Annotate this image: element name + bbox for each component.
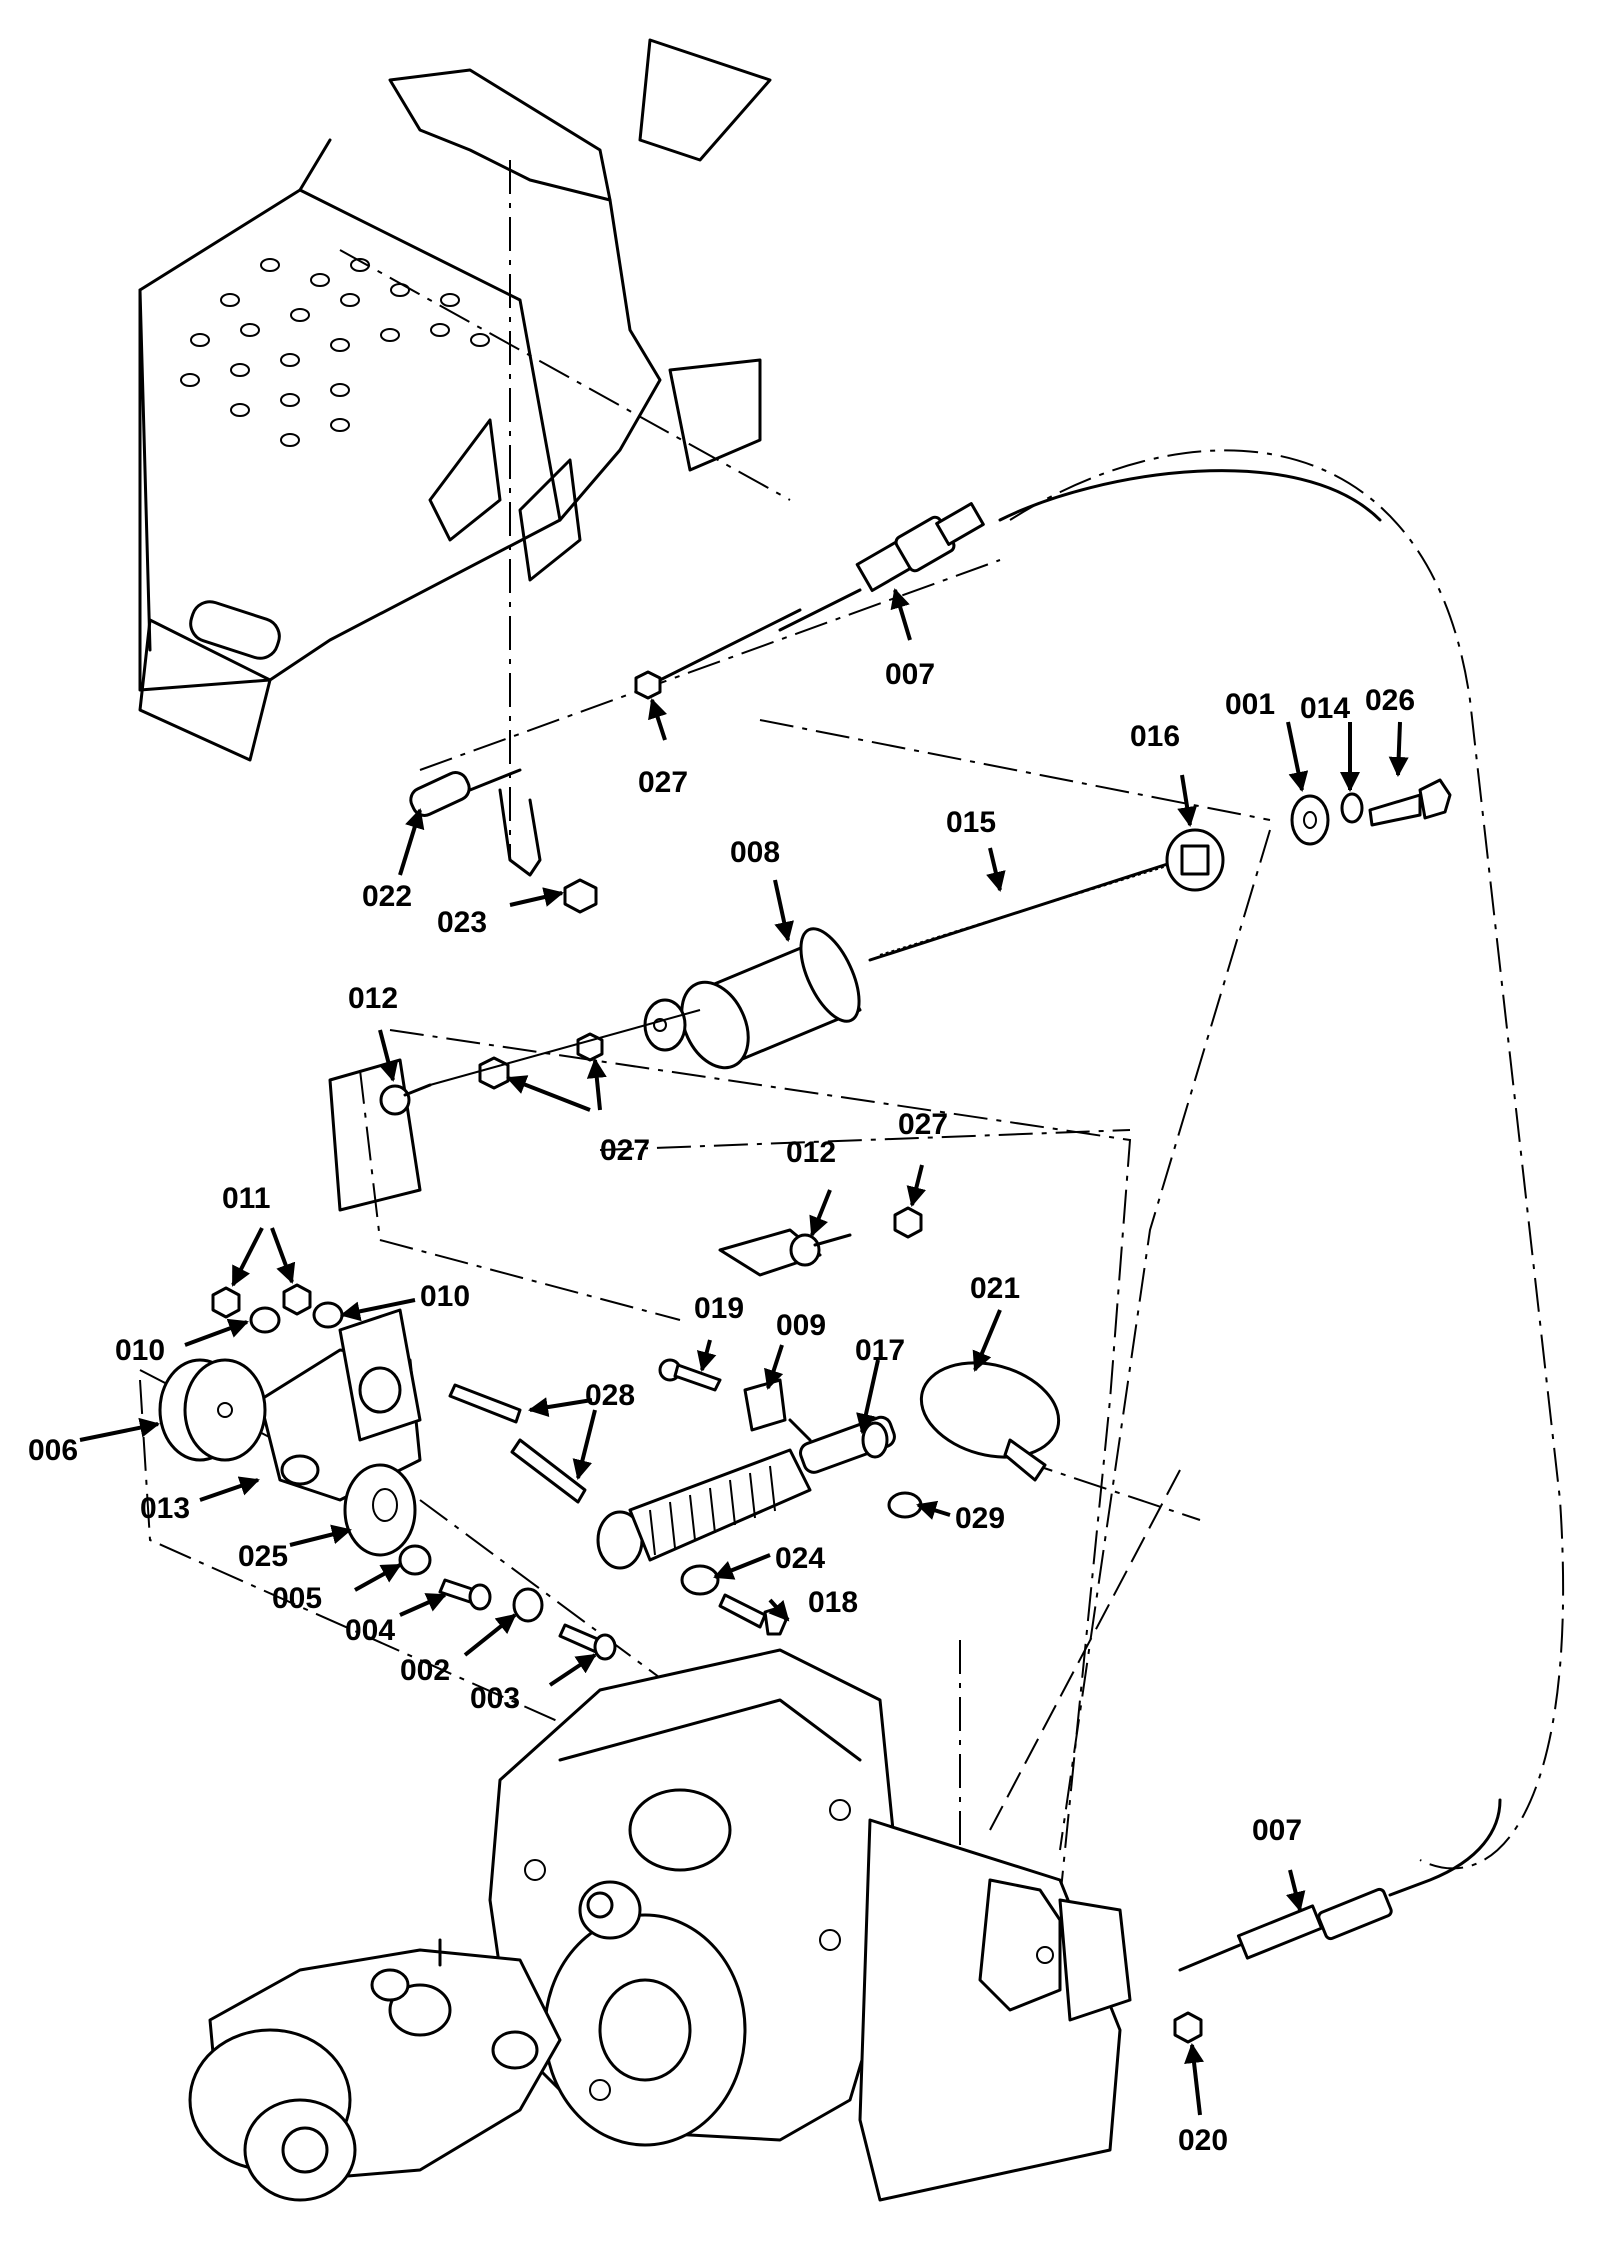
label-010-right: 010 <box>420 1280 470 1313</box>
label-021: 021 <box>970 1272 1020 1305</box>
part-labels: 007 027 022 023 008 015 016 001 014 026 … <box>28 658 1415 2157</box>
nut-020 <box>1173 2011 1203 2044</box>
label-026: 026 <box>1365 684 1415 717</box>
label-024: 024 <box>775 1542 825 1575</box>
panel-holes <box>180 258 490 447</box>
nut-023 <box>563 878 598 914</box>
studs-028 <box>448 1383 587 1504</box>
label-018: 018 <box>808 1586 858 1619</box>
isolator-006 <box>158 1358 267 1462</box>
washer-005 <box>398 1544 432 1576</box>
cable-007-upper <box>658 469 1382 682</box>
lock-washer-014 <box>1340 792 1364 824</box>
threaded-rod-015 <box>868 858 1182 962</box>
label-022: 022 <box>362 880 412 913</box>
label-028: 028 <box>585 1379 635 1412</box>
label-027-right: 027 <box>898 1108 948 1141</box>
hydraulic-pump <box>188 1880 642 2202</box>
bolt-018 <box>718 1593 788 1636</box>
nut-027-right <box>893 1206 923 1239</box>
label-009: 009 <box>776 1309 826 1342</box>
mounting-bracket-cable <box>978 1878 1132 2022</box>
transmission-housing <box>488 1648 1122 2202</box>
bolt-019 <box>658 1358 722 1392</box>
bracket-009 <box>743 1378 812 1442</box>
label-015: 015 <box>946 806 996 839</box>
washer-002 <box>512 1587 544 1623</box>
label-016: 016 <box>1130 720 1180 753</box>
label-005: 005 <box>272 1582 322 1615</box>
label-025: 025 <box>238 1540 288 1573</box>
label-027-middle: 027 <box>600 1134 650 1167</box>
label-023: 023 <box>437 906 487 939</box>
label-011: 011 <box>222 1182 270 1215</box>
label-013: 013 <box>140 1492 190 1525</box>
rod-end-012-right <box>718 1228 852 1277</box>
bracket-arm <box>498 788 542 877</box>
label-007-lower: 007 <box>1252 1814 1302 1847</box>
bracket-013 <box>258 1308 422 1502</box>
label-020: 020 <box>1178 2124 1228 2157</box>
cable-007-lower <box>1178 1798 1502 1972</box>
washer-025 <box>343 1463 417 1557</box>
floor-panel-assembly <box>138 38 772 762</box>
label-003: 003 <box>470 1682 520 1715</box>
spring-017 <box>596 1415 896 1570</box>
label-002: 002 <box>400 1654 450 1687</box>
label-029: 029 <box>955 1502 1005 1535</box>
bushing-016 <box>1165 828 1225 892</box>
clamp-021 <box>919 1361 1061 1482</box>
callout-arrows <box>79 588 1409 2116</box>
label-014: 014 <box>1300 692 1350 725</box>
label-010-left: 010 <box>115 1334 165 1367</box>
label-012-right: 012 <box>786 1136 836 1169</box>
label-007-upper: 007 <box>885 658 935 691</box>
solenoid-008 <box>643 927 862 1070</box>
washer-001 <box>1290 794 1330 846</box>
rod-end-012-left <box>328 1058 432 1212</box>
screw-004 <box>438 1578 492 1611</box>
label-006: 006 <box>28 1434 78 1467</box>
label-019: 019 <box>694 1292 744 1325</box>
washer-024 <box>680 1564 720 1596</box>
washer-029 <box>887 1491 923 1519</box>
bolt-026 <box>1368 778 1452 827</box>
nut-027-upper <box>634 670 662 700</box>
rod-end-022 <box>409 768 522 817</box>
screw-003 <box>558 1623 617 1661</box>
label-017: 017 <box>855 1334 905 1367</box>
label-004: 004 <box>345 1614 395 1647</box>
nuts-011 <box>211 1283 312 1319</box>
label-027-upper: 027 <box>638 766 688 799</box>
label-001: 001 <box>1225 688 1275 721</box>
label-008: 008 <box>730 836 780 869</box>
label-012-left: 012 <box>348 982 398 1015</box>
